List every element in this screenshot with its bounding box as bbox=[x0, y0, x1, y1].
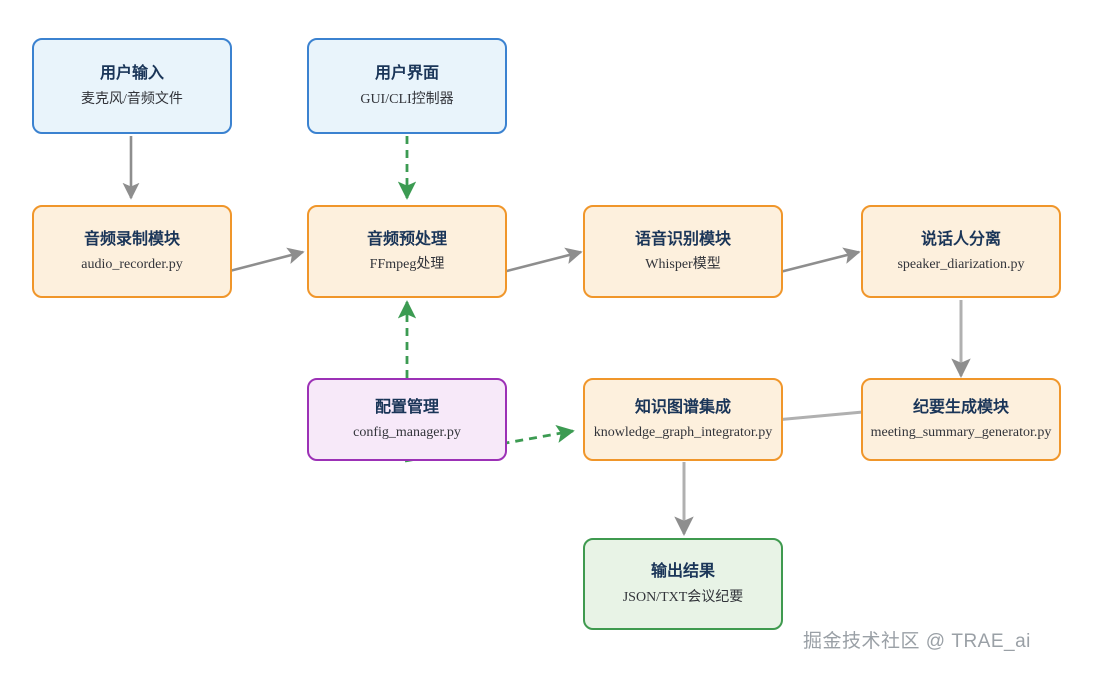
node-subtitle: JSON/TXT会议纪要 bbox=[622, 589, 744, 605]
node-subtitle: FFmpeg处理 bbox=[369, 257, 445, 273]
node-subtitle: Whisper模型 bbox=[645, 257, 721, 273]
node-subtitle: speaker_diarization.py bbox=[897, 257, 1025, 273]
watermark: 掘金技术社区 @ TRAE_ai bbox=[803, 631, 1031, 652]
node-title: 音频预处理 bbox=[366, 230, 447, 248]
node-subtitle: meeting_summary_generator.py bbox=[870, 425, 1052, 441]
node-title: 用户界面 bbox=[374, 65, 439, 82]
node-speech-recognition[interactable]: 语音识别模块 Whisper模型 bbox=[583, 205, 783, 298]
node-subtitle: audio_recorder.py bbox=[81, 257, 183, 273]
node-subtitle: GUI/CLI控制器 bbox=[360, 91, 454, 107]
node-user-interface[interactable]: 用户界面 GUI/CLI控制器 bbox=[307, 38, 507, 134]
node-subtitle: config_manager.py bbox=[353, 425, 461, 441]
node-title: 语音识别模块 bbox=[634, 230, 731, 248]
node-title: 输出结果 bbox=[650, 563, 715, 580]
node-config-manager[interactable]: 配置管理 config_manager.py bbox=[307, 378, 507, 461]
node-title: 配置管理 bbox=[374, 398, 439, 416]
node-title: 纪要生成模块 bbox=[912, 398, 1009, 416]
node-title: 说话人分离 bbox=[920, 230, 1001, 248]
node-knowledge-graph[interactable]: 知识图谱集成 knowledge_graph_integrator.py bbox=[583, 378, 783, 461]
node-speaker-diarization[interactable]: 说话人分离 speaker_diarization.py bbox=[861, 205, 1061, 298]
node-subtitle: 麦克风/音频文件 bbox=[81, 91, 183, 107]
node-title: 知识图谱集成 bbox=[634, 398, 731, 416]
node-title: 音频录制模块 bbox=[83, 230, 180, 248]
node-output-result[interactable]: 输出结果 JSON/TXT会议纪要 bbox=[583, 538, 783, 630]
node-audio-recorder[interactable]: 音频录制模块 audio_recorder.py bbox=[32, 205, 232, 298]
node-user-input[interactable]: 用户输入 麦克风/音频文件 bbox=[32, 38, 232, 134]
node-title: 用户输入 bbox=[99, 65, 164, 82]
node-subtitle: knowledge_graph_integrator.py bbox=[593, 425, 773, 441]
node-audio-preprocess[interactable]: 音频预处理 FFmpeg处理 bbox=[307, 205, 507, 298]
node-summary-generator[interactable]: 纪要生成模块 meeting_summary_generator.py bbox=[861, 378, 1061, 461]
